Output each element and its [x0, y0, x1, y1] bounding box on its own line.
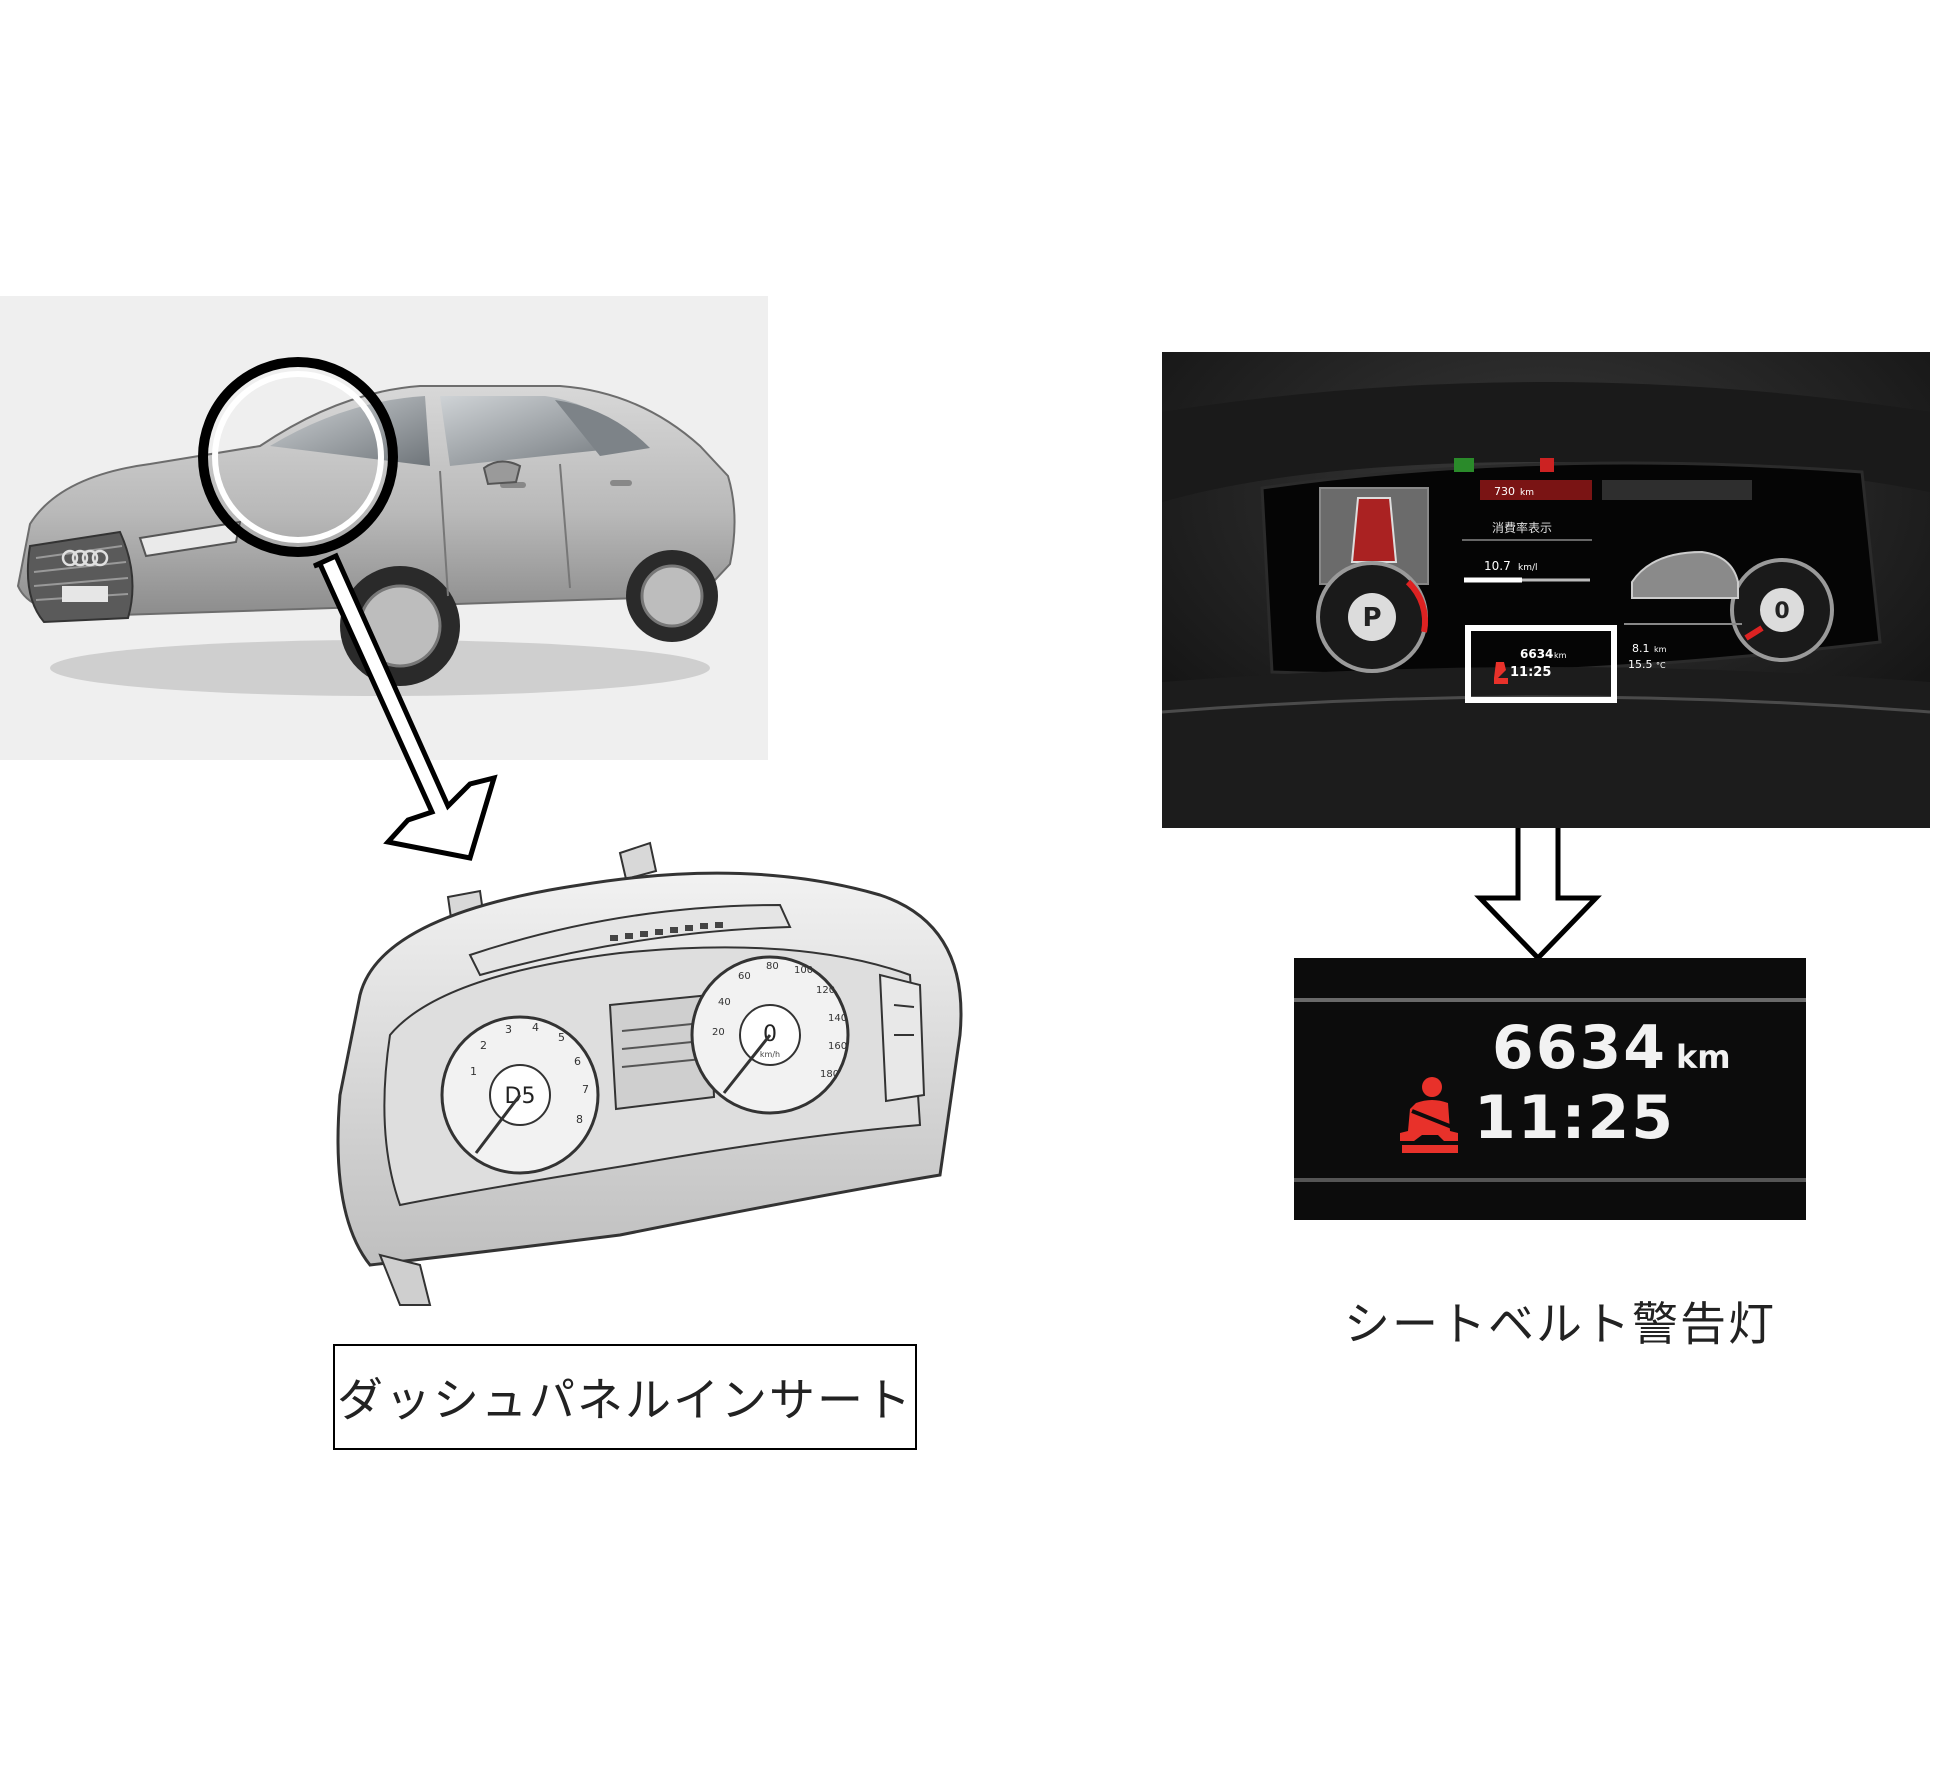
svg-text:60: 60: [738, 971, 751, 982]
svg-text:80: 80: [766, 961, 779, 972]
outside-temp-value: 15.5: [1628, 658, 1653, 671]
seatbelt-warning-icon: [1494, 662, 1508, 684]
svg-text:140: 140: [828, 1013, 847, 1024]
svg-text:6: 6: [574, 1055, 581, 1068]
odometer-unit: km: [1676, 1038, 1731, 1076]
dash-panel-insert-label: ダッシュパネルインサート: [333, 1344, 917, 1450]
speed-indicator: 0: [1774, 599, 1789, 624]
svg-text:8: 8: [576, 1113, 583, 1126]
svg-text:40: 40: [718, 997, 731, 1008]
speedometer-unit: km/h: [760, 1050, 780, 1059]
svg-text:7: 7: [582, 1083, 589, 1096]
magnifier-circle-icon: [198, 357, 398, 557]
svg-text:20: 20: [712, 1027, 725, 1038]
dash-panel-insert-text: ダッシュパネルインサート: [337, 1373, 913, 1427]
seatbelt-warning-zoom: 6634 km 11:25: [1294, 958, 1806, 1220]
trip-unit: km: [1654, 645, 1667, 654]
svg-text:5: 5: [558, 1031, 565, 1044]
clock-small: 11:25: [1510, 665, 1551, 680]
svg-text:2: 2: [480, 1039, 487, 1052]
seatbelt-warning-icon: [1400, 1077, 1458, 1153]
menu-title: 消費率表示: [1492, 520, 1552, 535]
fuel-consumption-unit: km/l: [1518, 563, 1538, 573]
gear-indicator: P: [1362, 603, 1381, 633]
trip-value: 8.1: [1632, 642, 1650, 655]
odometer-small-value: 6634: [1520, 647, 1553, 661]
car-photo: [0, 296, 768, 760]
svg-text:120: 120: [816, 985, 835, 996]
dashboard-image: P 0 730 km 消費率表示 10.7 km/l 8.1 km 15.5 °…: [1161, 352, 1931, 828]
outside-temp-unit: °C: [1656, 661, 1666, 670]
fuel-consumption-value: 10.7: [1484, 559, 1511, 573]
clock-value: 11:25: [1474, 1083, 1675, 1153]
seatbelt-warning-label: シートベルト警告灯: [1344, 1297, 1776, 1351]
arrow-down-icon: [312, 552, 498, 861]
display-divider-top: [1294, 998, 1806, 1002]
display-divider-bottom: [1294, 1178, 1806, 1182]
range-value: 730: [1494, 485, 1515, 498]
svg-text:100: 100: [794, 965, 813, 976]
svg-text:4: 4: [532, 1021, 539, 1034]
svg-text:160: 160: [828, 1041, 847, 1052]
svg-text:180: 180: [820, 1069, 839, 1080]
odometer-value: 6634: [1492, 1013, 1667, 1083]
svg-text:1: 1: [470, 1065, 477, 1078]
odometer-small-unit: km: [1554, 651, 1567, 660]
svg-text:3: 3: [505, 1023, 512, 1036]
range-unit: km: [1520, 488, 1534, 498]
dashboard-photo: P 0 730 km 消費率表示 10.7 km/l 8.1 km 15.5 °…: [1161, 352, 1931, 828]
